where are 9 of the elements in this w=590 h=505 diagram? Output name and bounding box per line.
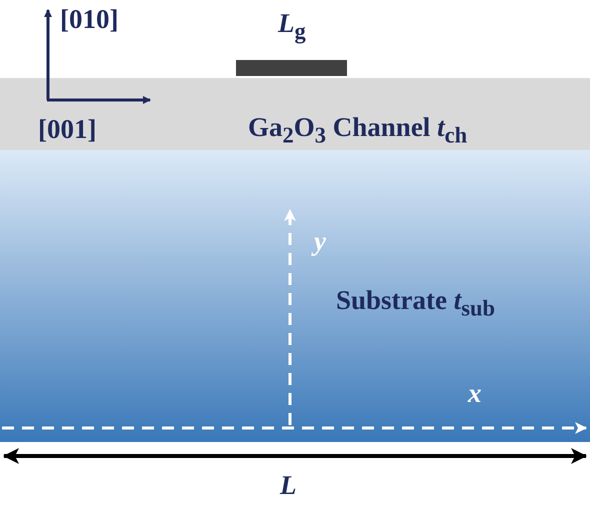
dimension-label: L — [280, 470, 296, 500]
layer-label: Ga$_{2}$O$_{3}$ Channel t$_{ch}$ — [248, 112, 468, 150]
gate-length-label: L$_{g}$ — [278, 8, 306, 46]
direction-label: [010] — [60, 4, 118, 34]
layer-label: Substrate t$_{sub}$ — [336, 285, 496, 322]
direction-label: [001] — [38, 114, 96, 144]
axis-label: x — [468, 378, 482, 408]
substrate-layer — [0, 150, 590, 442]
channel-layer — [0, 78, 590, 150]
